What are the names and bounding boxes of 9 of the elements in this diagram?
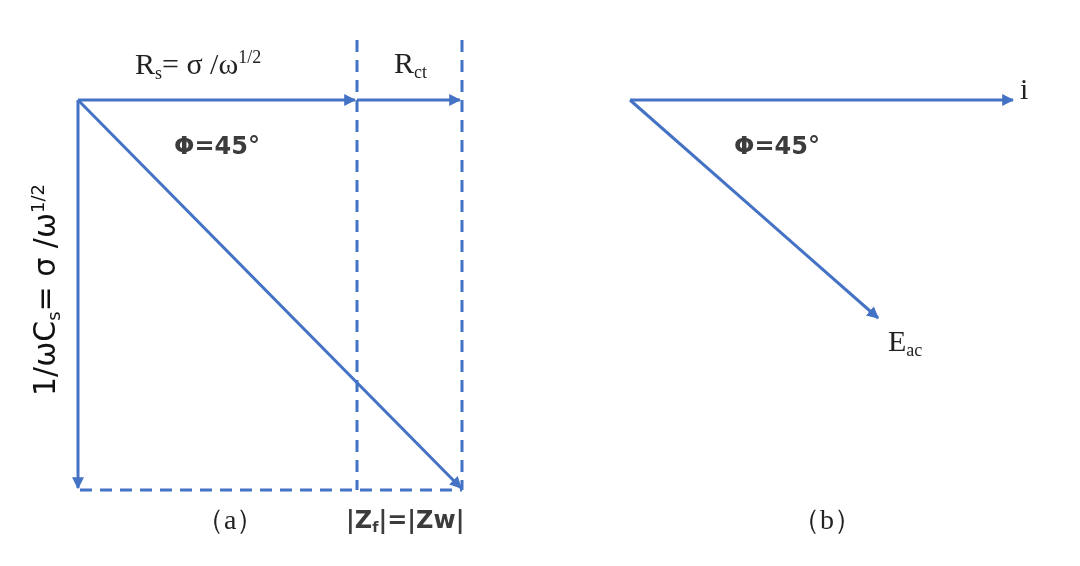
formula-label: R$_{ct}$ bbox=[394, 48, 427, 82]
angle-label: Φ=45° bbox=[734, 134, 820, 158]
panel-label: （a） bbox=[196, 506, 265, 534]
formula-label: i bbox=[1020, 74, 1029, 104]
angle-label: Φ=45° bbox=[174, 134, 260, 158]
panel-label: （b） bbox=[792, 506, 862, 534]
formula-label: E$_{ac}$ bbox=[888, 326, 923, 360]
formula-label: R$_{s}$= σ /ω$^{1/2}$ bbox=[135, 48, 262, 83]
formula-label: |Z$_{f}$|=|Zw| bbox=[346, 508, 465, 535]
